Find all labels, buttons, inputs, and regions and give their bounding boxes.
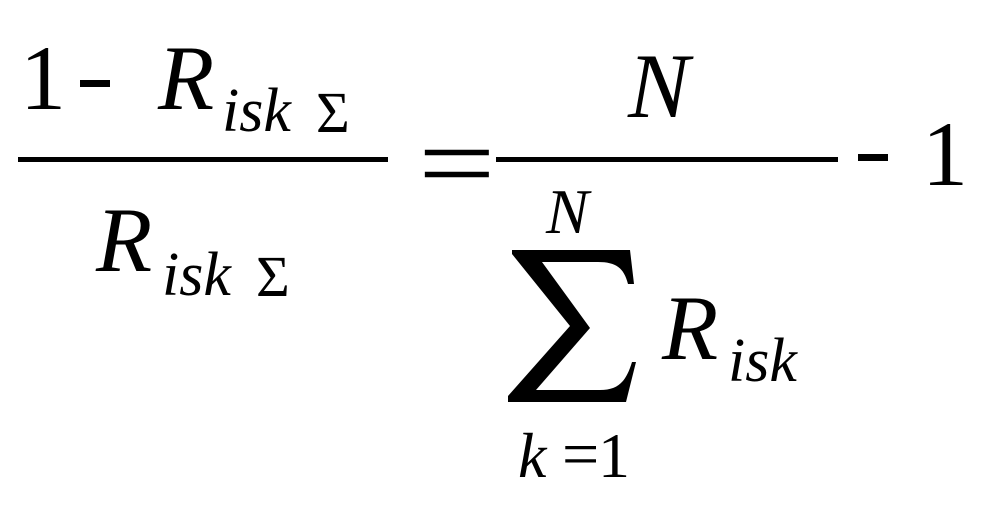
sum-lower-limit-one: 1 — [598, 420, 630, 491]
sum-lower-limit-equals: = — [562, 418, 600, 491]
trailing-minus — [858, 154, 888, 161]
summation-symbol-text: ∑ — [510, 250, 596, 370]
left-denominator-R: R — [96, 189, 153, 291]
left-numerator-subscript-sigma: Σ — [316, 80, 350, 145]
summation-sigma-icon — [508, 250, 636, 402]
right-denominator-R: R — [662, 277, 719, 379]
sum-upper-limit-N: N — [546, 176, 589, 247]
left-denominator-subscript-sigma: Σ — [256, 244, 290, 309]
left-numerator-subscript-isk: isk — [222, 77, 291, 145]
left-denominator-subscript-isk: isk — [162, 241, 231, 309]
trailing-one: 1 — [922, 103, 968, 205]
right-fraction-bar — [496, 157, 838, 162]
left-numerator-one: 1 — [20, 27, 66, 129]
right-numerator-N: N — [628, 35, 690, 137]
trailing-minus-text: - — [858, 104, 889, 196]
left-numerator-minus — [80, 80, 110, 87]
left-numerator-minus-text: - — [80, 30, 111, 122]
sum-lower-limit-k: k — [518, 420, 547, 491]
right-denominator-subscript-isk: isk — [728, 327, 797, 395]
left-fraction-bar — [18, 157, 388, 162]
equals-sign: = — [418, 102, 496, 224]
left-numerator-R: R — [158, 27, 215, 129]
